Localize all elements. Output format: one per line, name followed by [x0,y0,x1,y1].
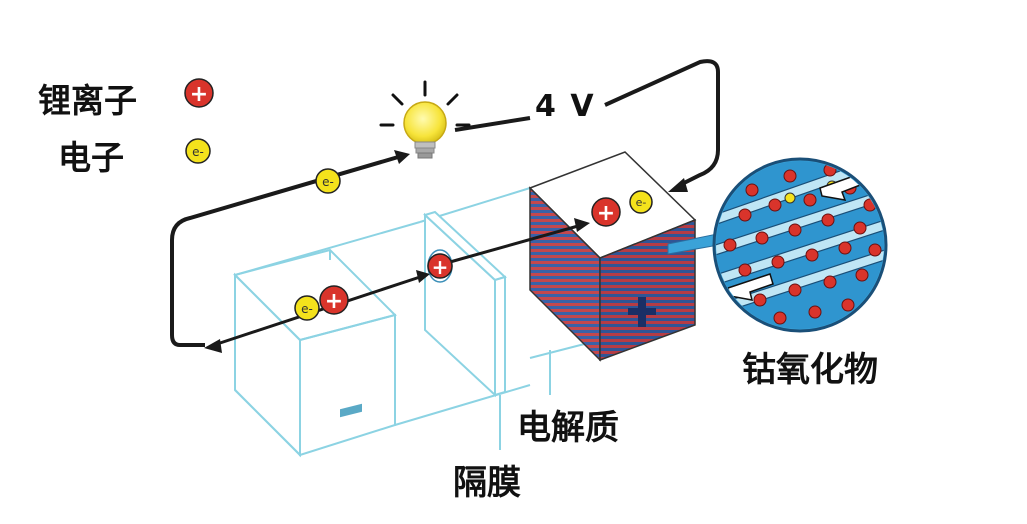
positive-sign-icon [628,297,656,327]
legend-lithium-ion-label: 锂离子 [38,81,137,120]
light-bulb-icon [379,80,471,159]
legend-electron-icon [185,138,211,164]
cathode-block [528,151,697,362]
separator-membrane [423,210,507,398]
electron-symbol-cathode: e- [636,196,647,209]
cobalt-oxide-label: 钴氧化物 [742,350,878,390]
ion-arrow-head-right [574,218,590,232]
legend-ion-icon [184,78,214,108]
ion-arrow-head-mid [416,270,430,283]
electrolyte-label: 电解质 [517,408,619,448]
cobalt-oxide-zoom [712,157,888,333]
cell-outline [233,187,601,458]
ion-arrow-head-left [204,339,222,353]
voltage-label: 4 V [535,89,596,124]
ion-symbol-cathode: + [597,201,615,226]
external-circuit-wire [170,59,720,347]
wire-arrow-to-bulb [394,150,410,164]
lithium-ion-icon [319,197,621,315]
electron-on-wire-icon [315,168,341,194]
electron-symbol-wire: e- [322,175,334,189]
wire-arrow-to-cathode [668,178,688,192]
legend-ion-symbol: + [190,82,208,107]
electron-icon [294,190,653,321]
separator-label: 隔膜 [453,463,521,503]
legend-electron-symbol: e- [192,145,204,159]
ion-symbol-anode: + [325,289,343,314]
legend-electron-label: 电子 [58,138,124,177]
electron-symbol-anode: e- [301,302,313,316]
ion-symbol-separator: + [432,255,449,279]
negative-sign-icon [340,403,362,418]
